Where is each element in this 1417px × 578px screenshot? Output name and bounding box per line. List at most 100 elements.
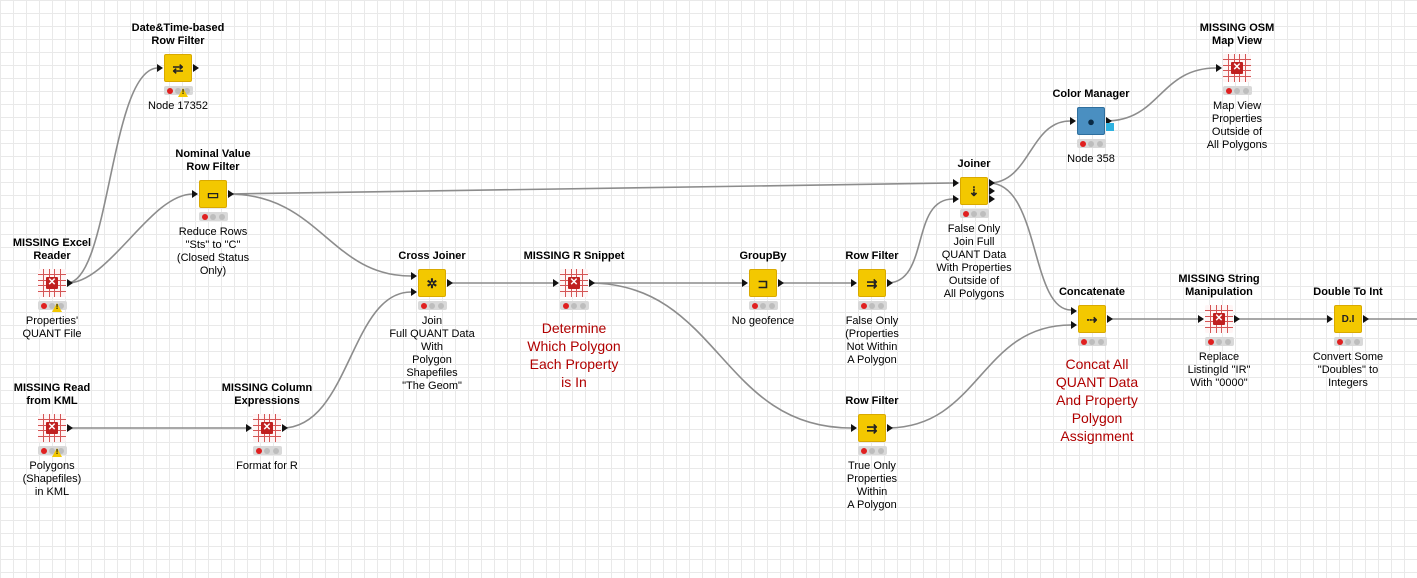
- status-light: [858, 446, 887, 455]
- error-icon: ✕: [46, 422, 58, 434]
- output-port[interactable]: [1106, 117, 1112, 125]
- node-label[interactable]: Reduce Rows "Sts" to "C" (Closed Status …: [176, 226, 250, 277]
- output-port[interactable]: [887, 279, 893, 287]
- status-light: [1223, 86, 1252, 95]
- node-glyph: ⇣: [968, 183, 980, 199]
- output-port[interactable]: [778, 279, 784, 287]
- annotation-concatenate[interactable]: Concat All QUANT Data And Property Polyg…: [1055, 356, 1139, 444]
- warning-icon: [178, 88, 188, 97]
- error-icon: ✕: [568, 277, 580, 289]
- wire-joiner-to-colormanager: [988, 120, 1071, 184]
- node-title: MISSING OSM Map View: [1199, 22, 1275, 47]
- node-title: MISSING R Snippet: [523, 250, 625, 262]
- node-title: Cross Joiner: [398, 250, 466, 262]
- node-title: MISSING Read from KML: [13, 382, 91, 407]
- row-filter-icon[interactable]: ⇉: [858, 269, 886, 297]
- status-light: [1205, 337, 1234, 346]
- input-port[interactable]: [157, 64, 163, 72]
- output-port[interactable]: [447, 279, 453, 287]
- input-port-bottom[interactable]: [411, 288, 417, 296]
- output-port[interactable]: [193, 64, 199, 72]
- node-glyph: ✲: [426, 275, 438, 291]
- node-title: Date&Time-based Row Filter: [131, 22, 225, 47]
- input-port-bottom[interactable]: [1071, 321, 1077, 329]
- input-port[interactable]: [1070, 117, 1076, 125]
- node-label[interactable]: Convert Some "Doubles" to Integers: [1312, 351, 1384, 389]
- output-port[interactable]: [887, 424, 893, 432]
- missing-node-icon[interactable]: ✕: [38, 269, 66, 297]
- status-light: [418, 301, 447, 310]
- input-port[interactable]: [742, 279, 748, 287]
- input-port[interactable]: [1216, 64, 1222, 72]
- input-port-bottom[interactable]: [953, 195, 959, 203]
- input-port[interactable]: [1327, 315, 1333, 323]
- cross-joiner-icon[interactable]: ✲: [418, 269, 446, 297]
- node-title: Color Manager: [1052, 88, 1130, 100]
- status-light: [1334, 337, 1363, 346]
- node-label[interactable]: Format for R: [236, 460, 298, 472]
- output-port-top[interactable]: [989, 179, 995, 187]
- node-label[interactable]: Properties' QUANT File: [22, 315, 82, 340]
- row-filter-icon[interactable]: ⇉: [858, 414, 886, 442]
- annotation-r-snippet[interactable]: Determine Which Polygon Each Property is…: [527, 320, 621, 390]
- node-label[interactable]: True Only Properties Within A Polygon: [846, 460, 898, 511]
- node-label[interactable]: False Only Join Full QUANT Data With Pro…: [936, 223, 1012, 300]
- input-port[interactable]: [553, 279, 559, 287]
- node-label[interactable]: Replace ListingId "IR" With "0000": [1187, 351, 1251, 389]
- concatenate-icon[interactable]: ⇢: [1078, 305, 1106, 333]
- nominal-filter-icon[interactable]: ▭: [199, 180, 227, 208]
- input-port-top[interactable]: [411, 272, 417, 280]
- output-port[interactable]: [1363, 315, 1369, 323]
- row-filter-icon[interactable]: ⇄: [164, 54, 192, 82]
- node-title: Joiner: [957, 158, 991, 170]
- output-port[interactable]: [1234, 315, 1240, 323]
- node-title: MISSING String Manipulation: [1178, 273, 1260, 298]
- output-port[interactable]: [589, 279, 595, 287]
- wire-excel-to-datetime: [66, 67, 159, 284]
- groupby-icon[interactable]: ⊐: [749, 269, 777, 297]
- output-port-middle[interactable]: [989, 187, 995, 195]
- output-port[interactable]: [282, 424, 288, 432]
- output-port[interactable]: [67, 424, 73, 432]
- input-port[interactable]: [246, 424, 252, 432]
- status-light: [858, 301, 887, 310]
- missing-node-icon[interactable]: ✕: [38, 414, 66, 442]
- input-port[interactable]: [851, 279, 857, 287]
- output-port[interactable]: [1107, 315, 1113, 323]
- node-glyph: ▭: [206, 186, 220, 202]
- node-label[interactable]: Map View Properties Outside of All Polyg…: [1206, 100, 1268, 151]
- node-label[interactable]: Join Full QUANT Data With Polygon Shapef…: [389, 315, 475, 392]
- output-port[interactable]: [67, 279, 73, 287]
- status-light: [199, 212, 228, 221]
- input-port[interactable]: [1198, 315, 1204, 323]
- node-title: Double To Int: [1313, 286, 1383, 298]
- missing-node-icon[interactable]: ✕: [1223, 54, 1251, 82]
- status-light: [560, 301, 589, 310]
- missing-node-icon[interactable]: ✕: [253, 414, 281, 442]
- missing-node-icon[interactable]: ✕: [560, 269, 588, 297]
- wire-rowfilter2-to-concatenate: [886, 324, 1072, 429]
- node-label[interactable]: Node 358: [1067, 153, 1115, 165]
- input-port[interactable]: [851, 424, 857, 432]
- color-drop-icon[interactable]: ●: [1077, 107, 1105, 135]
- output-port[interactable]: [228, 190, 234, 198]
- double-to-int-icon[interactable]: D.I: [1334, 305, 1362, 333]
- joiner-icon[interactable]: ⇣: [960, 177, 988, 205]
- node-label[interactable]: Node 17352: [148, 100, 208, 112]
- node-label[interactable]: No geofence: [731, 315, 795, 327]
- wire-nominal-to-joiner: [227, 182, 954, 195]
- error-icon: ✕: [261, 422, 273, 434]
- node-label[interactable]: Polygons (Shapefiles) in KML: [22, 460, 82, 498]
- node-label[interactable]: False Only (Properties Not Within A Poly…: [845, 315, 899, 366]
- input-port-top[interactable]: [953, 179, 959, 187]
- color-model-port[interactable]: [1106, 123, 1114, 131]
- input-port-top[interactable]: [1071, 307, 1077, 315]
- status-light: [1078, 337, 1107, 346]
- wire-excel-to-nominal: [66, 193, 194, 284]
- input-port[interactable]: [192, 190, 198, 198]
- node-glyph: ⇉: [866, 420, 878, 436]
- missing-node-icon[interactable]: ✕: [1205, 305, 1233, 333]
- output-port-bottom[interactable]: [989, 195, 995, 203]
- warning-icon: [52, 448, 62, 457]
